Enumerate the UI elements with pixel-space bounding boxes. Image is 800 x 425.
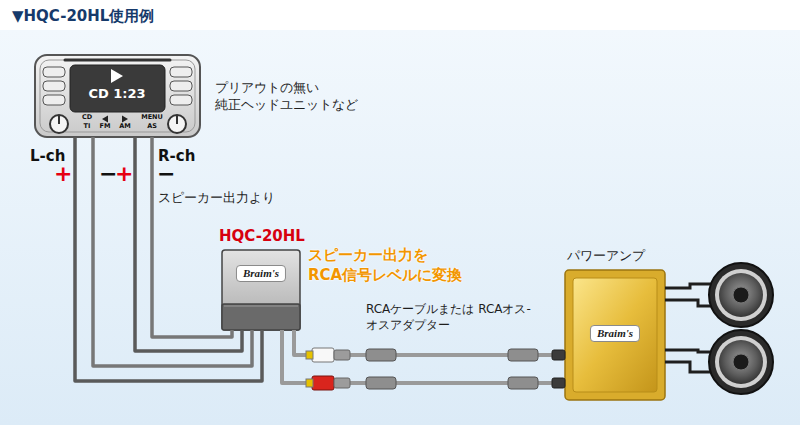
rca-cable-plug-part [366, 377, 396, 389]
head-unit-body-part [168, 115, 186, 133]
head-unit-body-part [170, 81, 192, 91]
amplifier-body-part [565, 270, 665, 400]
speaker-wire [665, 284, 711, 372]
rca-jack [552, 350, 565, 388]
speaker-part [719, 340, 763, 384]
polarity-plus: + [115, 163, 133, 185]
speaker-part [715, 269, 767, 321]
head-unit-body-part [35, 55, 200, 137]
converter-body-part [224, 306, 298, 307]
button-label: AM [119, 123, 131, 131]
brand-logo: Braim's [590, 325, 640, 342]
converter-body-part [222, 304, 300, 330]
amplifier-heading: パワーアンプ [567, 248, 645, 264]
speaker-cable [93, 137, 252, 366]
head-unit-body-part [43, 81, 65, 91]
polarity-plus: + [54, 163, 72, 185]
source-note: スピーカー出力より [158, 190, 275, 207]
speaker [709, 263, 773, 394]
head-unit-body-part [50, 115, 68, 133]
converter-box: HQC-20HLBraim's [222, 250, 300, 330]
amplifier-body [565, 270, 665, 400]
rca-jack-part [552, 378, 565, 388]
diagram-title: ▼HQC-20HL使用例 [12, 7, 154, 26]
head-unit: CD 1:23CDTI FM AM MENUAS [35, 55, 200, 137]
rca-plug-red-part [334, 378, 350, 388]
button-label: TI [84, 123, 91, 131]
speaker-part [733, 354, 749, 370]
rca-plug-red-part [312, 376, 334, 390]
button-label: CD [82, 114, 92, 122]
rca-plug-white [306, 348, 350, 362]
background-panel [0, 30, 800, 425]
rca-cable-plug-part [508, 349, 538, 361]
head-unit-body-part [40, 60, 195, 132]
speaker-cable [75, 137, 262, 381]
head-unit-body-part [43, 95, 65, 105]
speaker-part [733, 287, 749, 303]
amplifier-body-part [573, 278, 657, 392]
head-unit-body-part [122, 116, 128, 123]
power-amplifier: パワーアンプBraim's [565, 270, 665, 400]
button-label: AS [147, 123, 157, 131]
screen-display: CD 1:23 [88, 86, 145, 102]
rca-cable-plug [366, 349, 538, 389]
head-unit-body-part [170, 67, 192, 77]
head-unit-body [35, 55, 200, 137]
head-unit-body-part [111, 69, 123, 83]
speaker-part [709, 263, 773, 327]
rca-plug-red [306, 376, 350, 390]
rca-plug-red-part [306, 379, 313, 387]
head-unit-body-part [170, 95, 192, 105]
polarity-minus: − [157, 163, 175, 185]
speaker-part [719, 273, 763, 317]
speaker-part [709, 330, 773, 394]
head-unit-body-part [176, 116, 178, 124]
rca-plug-white-part [334, 350, 350, 360]
function-note: スピーカー出力を RCA信号レベルに変換 [308, 246, 518, 285]
rca-cable-plug-part [508, 377, 538, 389]
head-unit-body-part [43, 67, 65, 77]
head-unit-body-part [65, 59, 170, 62]
cable-note: RCAケーブルまたは RCAオス-オスアダプター [366, 302, 566, 333]
rca-plug-white-part [306, 351, 313, 359]
speaker-wire-part [665, 350, 711, 352]
speaker-wire-part [665, 300, 711, 306]
rca-cable [282, 330, 565, 383]
rca-cable-plug-part [366, 349, 396, 361]
unit-description: プリアウトの無い 純正ヘッドユニットなど [215, 80, 405, 114]
head-unit-body-part [58, 116, 60, 124]
rca-plug-white-part [312, 348, 334, 362]
brand-logo: Braim's [236, 265, 286, 282]
head-unit-body-part [70, 65, 165, 112]
speaker-wire-part [665, 362, 711, 372]
button-label: FM [100, 123, 111, 131]
converter-body-part [222, 250, 300, 330]
head-unit-body-part [102, 116, 108, 123]
speaker-wire-part [665, 284, 711, 288]
rca-jack-part [552, 350, 565, 360]
speaker-part [715, 336, 767, 388]
polarity-minus: − [99, 163, 117, 185]
model-name: HQC-20HL [219, 227, 305, 245]
button-label: MENU [141, 114, 163, 122]
converter-body [222, 250, 300, 330]
